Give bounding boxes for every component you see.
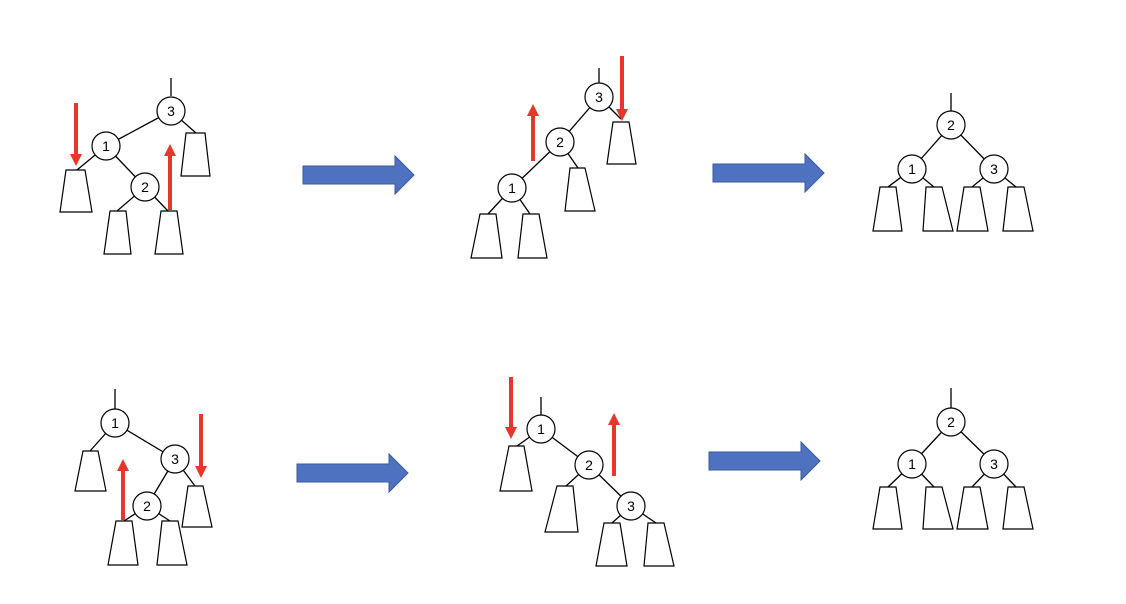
subtree-triangle [156,520,188,566]
subtree-triangle [59,169,93,213]
subtree-triangle [956,186,989,232]
subtree-triangle [1002,186,1034,232]
subtree-triangle [606,121,637,165]
tree-node [91,131,121,161]
subtree-triangle [922,186,954,232]
tree-node [156,96,186,126]
node-label: 1 [508,180,516,196]
subtree-triangle [643,522,675,567]
node-label: 2 [556,134,564,150]
subtree-triangle [499,445,533,492]
subtree-triangle [470,213,503,259]
subtree-triangle [107,520,139,566]
subtree-triangle [544,485,579,533]
transition-arrow-right [302,154,415,196]
tree-node [897,449,927,479]
node-label: 2 [947,414,955,430]
node-label: 3 [167,103,175,119]
tree-node [160,444,190,474]
transition-arrow-right [296,452,409,494]
tree-node [584,82,614,112]
node-label: 1 [908,161,916,177]
subtree-triangle [103,210,132,255]
node-label: 3 [990,456,998,472]
row2-tree2: 1 2 3 [499,377,675,567]
tree-node [574,450,604,480]
node-label: 3 [627,498,635,514]
row2-tree3: 2 1 3 [872,388,1034,530]
subtree-triangle [956,486,989,530]
transition-arrow-right [712,152,825,194]
subtree-triangle [564,167,596,212]
row1-tree1: 3 1 2 [59,78,211,255]
tree-node [545,127,575,157]
tree-node [132,491,162,521]
tree-node [526,414,556,444]
subtree-triangle [74,450,107,492]
transition-arrow-right [708,440,821,482]
node-label: 1 [908,456,916,472]
row1-tree3: 2 1 3 [872,93,1034,232]
node-label: 2 [141,179,149,195]
tree-node [936,110,966,140]
node-label: 3 [171,451,179,467]
subtree-triangle [154,210,184,255]
row2-tree1: 1 3 2 [74,389,213,566]
tree-node [616,491,646,521]
node-label: 1 [537,421,545,437]
subtree-triangle [872,486,903,530]
tree-node [130,172,160,202]
subtree-triangle [922,486,954,530]
tree-node [936,407,966,437]
tree-node [897,154,927,184]
tree-node [100,408,130,438]
subtree-triangle [517,213,548,259]
subtree-triangle [1002,486,1034,530]
node-label: 2 [947,117,955,133]
node-label: 1 [102,138,110,154]
subtree-triangle [595,522,628,567]
tree-node [979,449,1009,479]
subtree-triangle [181,485,213,528]
node-label: 1 [111,415,119,431]
tree-node [497,173,527,203]
node-label: 2 [585,457,593,473]
node-label: 3 [595,89,603,105]
node-label: 2 [143,498,151,514]
subtree-triangle [872,186,903,232]
subtree-triangle [180,132,211,177]
node-label: 3 [990,161,998,177]
row1-tree2: 3 2 1 [470,56,637,259]
tree-node [979,154,1009,184]
